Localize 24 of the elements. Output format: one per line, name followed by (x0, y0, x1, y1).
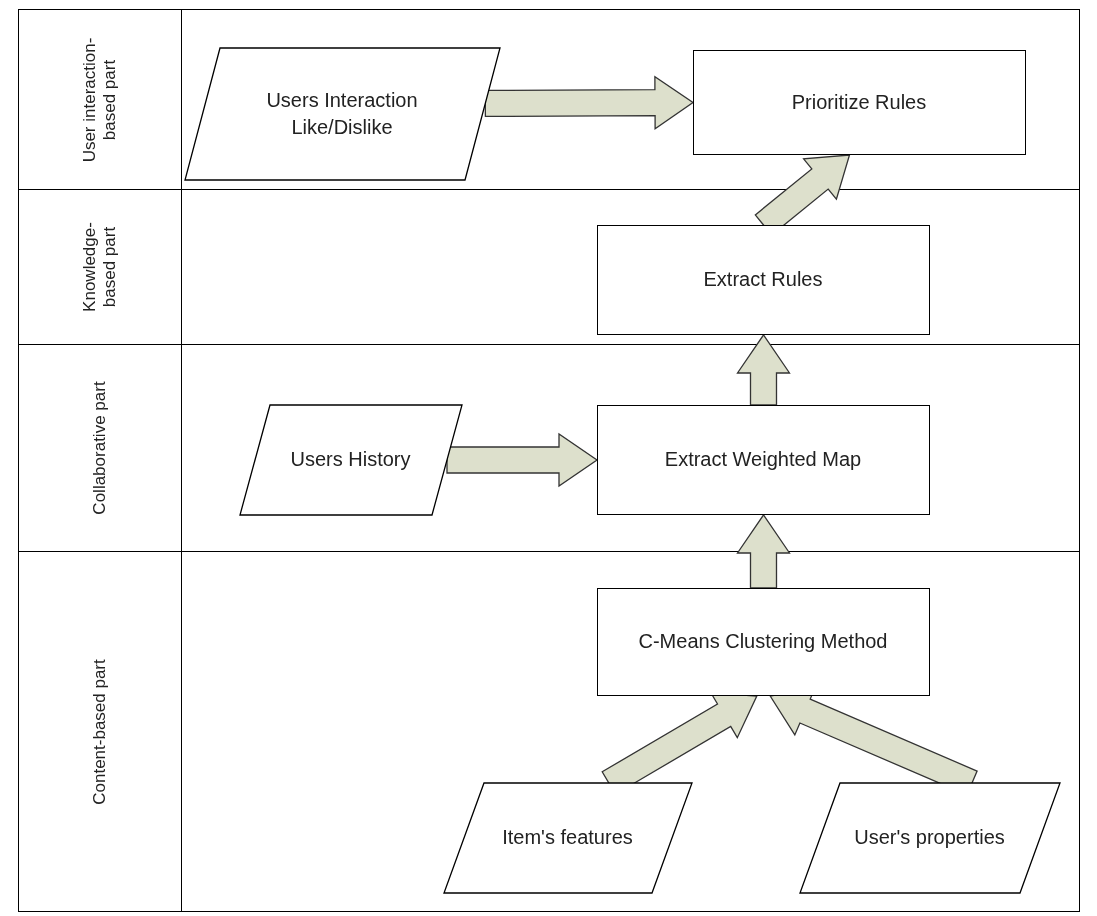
process-box (692, 49, 1026, 155)
lane-label: Collaborative part (89, 380, 110, 517)
box-label: C-Means Clustering Method (637, 629, 889, 654)
swimlane (18, 344, 1080, 552)
block-arrow (736, 513, 791, 589)
box-label: Extract Weighted Map (663, 447, 863, 472)
box-label: User's properties (853, 825, 1006, 850)
process-box (596, 404, 930, 515)
box-label: Extract Rules (702, 267, 824, 292)
block-arrow (484, 75, 695, 130)
block-arrow (446, 432, 599, 488)
box-label: Users Interaction Like/Dislike (265, 87, 419, 140)
box-label: Item's features (501, 825, 634, 850)
swimlane (18, 9, 1080, 190)
process-box (596, 224, 930, 335)
block-arrow (736, 333, 791, 406)
lane-label: Knowledge-based part (79, 221, 120, 314)
swimlane (18, 189, 1080, 345)
swimlane (18, 551, 1080, 912)
lane-label: User interaction-based part (79, 36, 120, 164)
box-label: Prioritize Rules (790, 89, 928, 115)
lane-label: Content-based part (89, 657, 110, 807)
box-label: Users History (289, 447, 412, 472)
process-box (596, 587, 930, 696)
